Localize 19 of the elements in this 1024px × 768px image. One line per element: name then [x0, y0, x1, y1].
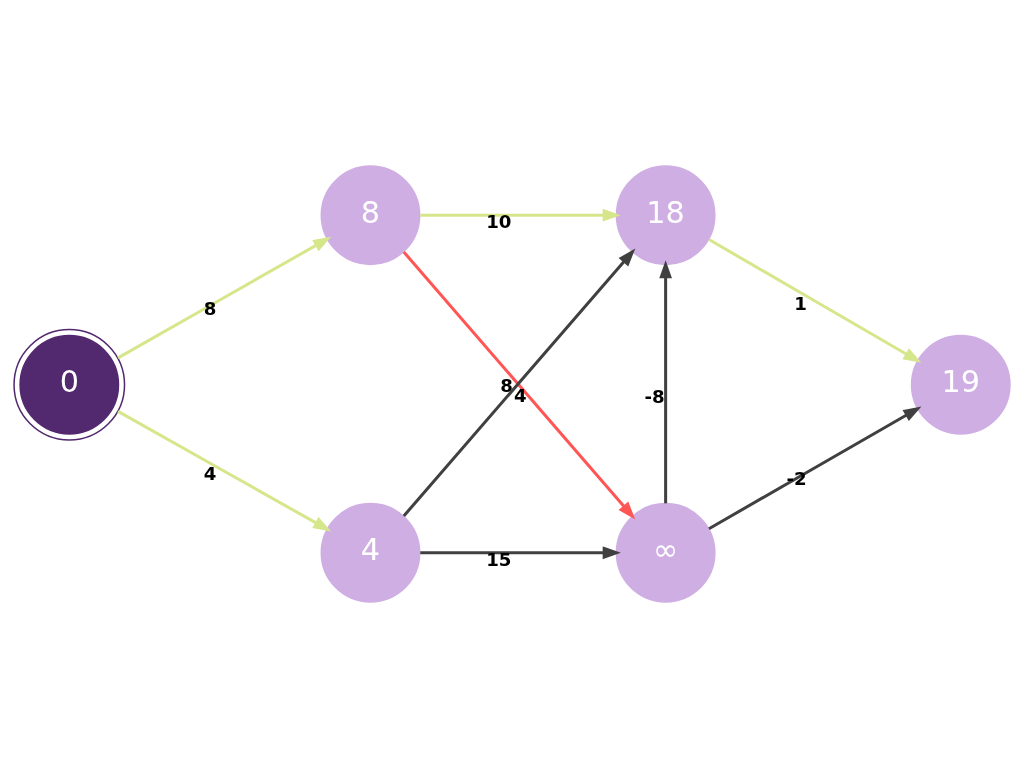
arrow	[708, 238, 922, 363]
edge-label: 4	[203, 463, 217, 485]
node-circle: 4	[320, 502, 421, 603]
arrow	[420, 208, 621, 222]
arrow	[659, 260, 672, 504]
arrow	[420, 546, 621, 560]
edge-label: 1	[794, 292, 807, 314]
arrow	[708, 406, 922, 530]
node-circle: 19	[910, 334, 1011, 435]
arrow	[117, 410, 332, 532]
node-circle: 0	[13, 328, 126, 441]
edge-label: 8	[500, 375, 513, 397]
edge-label: 4	[513, 384, 527, 406]
edge-label: 8	[203, 297, 217, 319]
edge-label: 15	[486, 548, 512, 570]
node-circle: 8	[320, 165, 421, 266]
arrow	[117, 236, 332, 360]
edge-label: 10	[486, 211, 512, 233]
edge-label: -8	[644, 386, 665, 408]
